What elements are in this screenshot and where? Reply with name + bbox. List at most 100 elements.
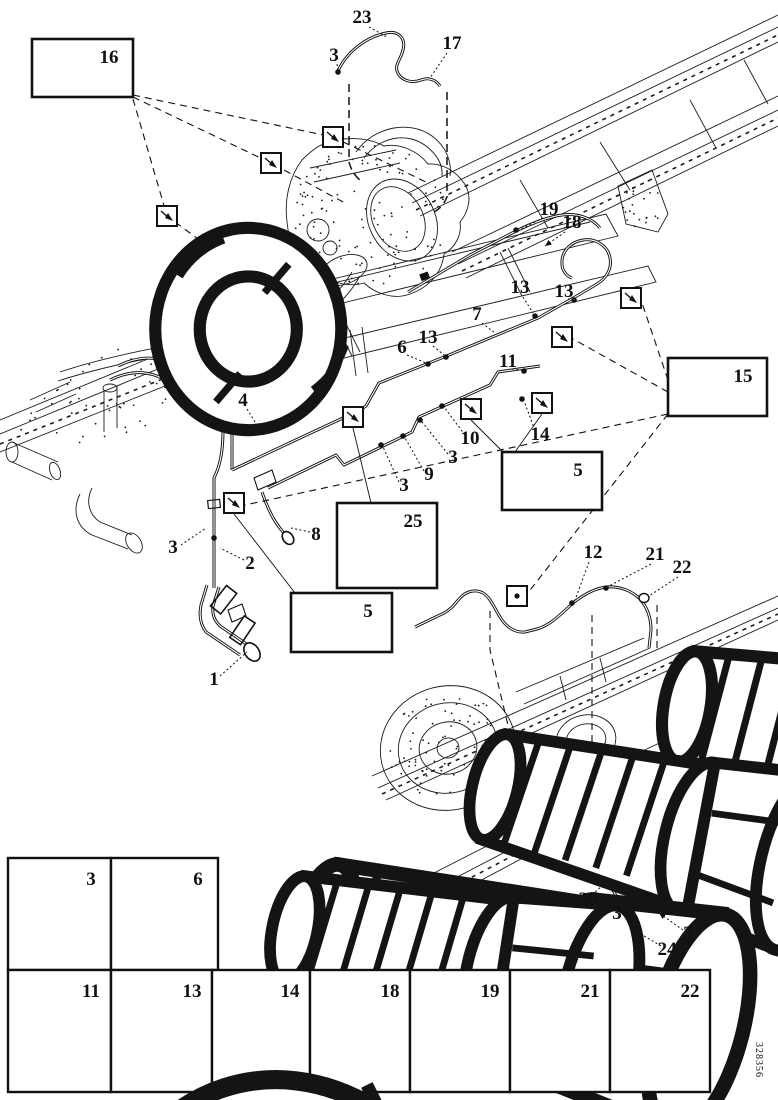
speckle-dot: [409, 193, 412, 196]
callout-label: 3: [168, 537, 178, 558]
speckle-dot: [325, 210, 328, 212]
speckle-dot: [477, 704, 480, 707]
tube-core: [336, 31, 441, 87]
speckle-dot: [348, 280, 351, 283]
callout-leader: [523, 400, 536, 431]
callout-label: 11: [499, 351, 517, 372]
speckle-dot: [408, 760, 411, 763]
speckle-dot: [433, 760, 436, 763]
tube-core: [267, 365, 541, 489]
speckle-dot: [388, 245, 390, 248]
speckle-dot: [139, 420, 141, 422]
speckle-dot: [408, 715, 410, 717]
speckle-dot: [319, 169, 322, 172]
speckle-dot: [100, 356, 103, 359]
speckle-dot: [414, 761, 417, 763]
speckle-dot: [394, 253, 397, 256]
speckle-dot: [316, 166, 319, 169]
speckle-dot: [301, 203, 304, 206]
tube-core: [261, 491, 286, 535]
parts-grid-cell: [109, 856, 220, 972]
inset-box: [666, 356, 769, 418]
parts-grid-label: 22: [681, 981, 700, 1002]
speckle-dot: [117, 348, 119, 351]
callout-leader: [648, 576, 679, 597]
tube-core: [199, 584, 241, 656]
callout-label: 22: [673, 557, 692, 578]
speckle-dot: [30, 412, 33, 415]
callout-arrowhead: [659, 913, 666, 920]
callout-label: 3: [329, 45, 339, 66]
callout-label: 7: [472, 304, 482, 325]
speckle-dot: [124, 426, 127, 429]
speckle-dot: [622, 206, 625, 209]
speckle-dot: [426, 245, 429, 248]
speckle-dot: [78, 441, 81, 444]
tube-core: [231, 239, 611, 471]
front-tow-hooks: [5, 441, 143, 554]
tube-outline: [414, 585, 653, 649]
speckle-dot: [94, 422, 97, 425]
marker-connector-lines: [233, 413, 543, 594]
speckle-dot: [414, 764, 417, 767]
speckle-dot: [389, 233, 392, 236]
speckle-dot: [125, 431, 128, 434]
clip-marker-arrowhead: [469, 406, 477, 414]
speckle-dot: [656, 192, 659, 194]
tube-outline: [260, 491, 287, 536]
speckle-dot: [29, 419, 31, 422]
speckle-dot: [392, 251, 395, 254]
speckle-dot: [115, 402, 118, 405]
speckle-dot: [389, 750, 392, 752]
speckle-dot: [427, 742, 430, 745]
speckle-dot: [482, 702, 485, 705]
parts-grid-cell: [608, 968, 712, 1094]
parts-grid-label: 19: [481, 981, 500, 1002]
speckle-dot: [624, 211, 627, 214]
parts-grid-label: 3: [86, 869, 96, 890]
speckle-dot: [351, 158, 354, 161]
speckle-dot: [318, 251, 321, 254]
speckle-dot: [134, 374, 137, 377]
parts-grid-label: 18: [381, 981, 400, 1002]
speckle-dot: [376, 163, 378, 166]
speckle-dot: [366, 162, 369, 165]
tube-fitting-dot: [443, 354, 449, 360]
tube-core: [407, 214, 601, 293]
speckle-dot: [20, 428, 22, 431]
speckle-dot: [373, 209, 376, 212]
callout-leader: [511, 368, 523, 371]
speckle-dot: [123, 402, 125, 405]
speckle-dot: [356, 245, 358, 248]
callout-label: 19: [540, 199, 559, 220]
speckle-dot: [424, 705, 427, 708]
speckle-dot: [403, 712, 406, 715]
speckle-dot: [359, 264, 361, 267]
speckle-dot: [347, 250, 350, 253]
tube-fitting-dot: [513, 227, 519, 233]
speckle-dot: [299, 223, 301, 226]
speckle-dot: [447, 764, 450, 767]
speckle-dot: [444, 735, 446, 738]
speckle-dot: [486, 718, 489, 721]
speckle-dot: [85, 404, 88, 407]
speckle-dot: [401, 172, 404, 175]
speckle-dot: [403, 760, 406, 763]
speckle-dot: [473, 746, 476, 749]
tube-fitting-dot: [378, 442, 384, 448]
speckle-dot: [485, 704, 488, 707]
speckle-dot: [106, 405, 109, 407]
callout-leader: [610, 896, 616, 910]
tube-fitting-dot: [400, 433, 406, 439]
speckle-dot: [350, 277, 353, 280]
speckle-dot: [361, 262, 363, 265]
speckle-dot: [443, 762, 446, 765]
speckle-dot: [318, 176, 320, 178]
hose-details: [206, 469, 657, 915]
speckle-dot: [82, 370, 84, 373]
callout-label: 10: [461, 428, 480, 449]
speckle-dot: [325, 177, 328, 180]
callout-label: 14: [531, 424, 551, 445]
speckle-dot: [50, 402, 53, 405]
